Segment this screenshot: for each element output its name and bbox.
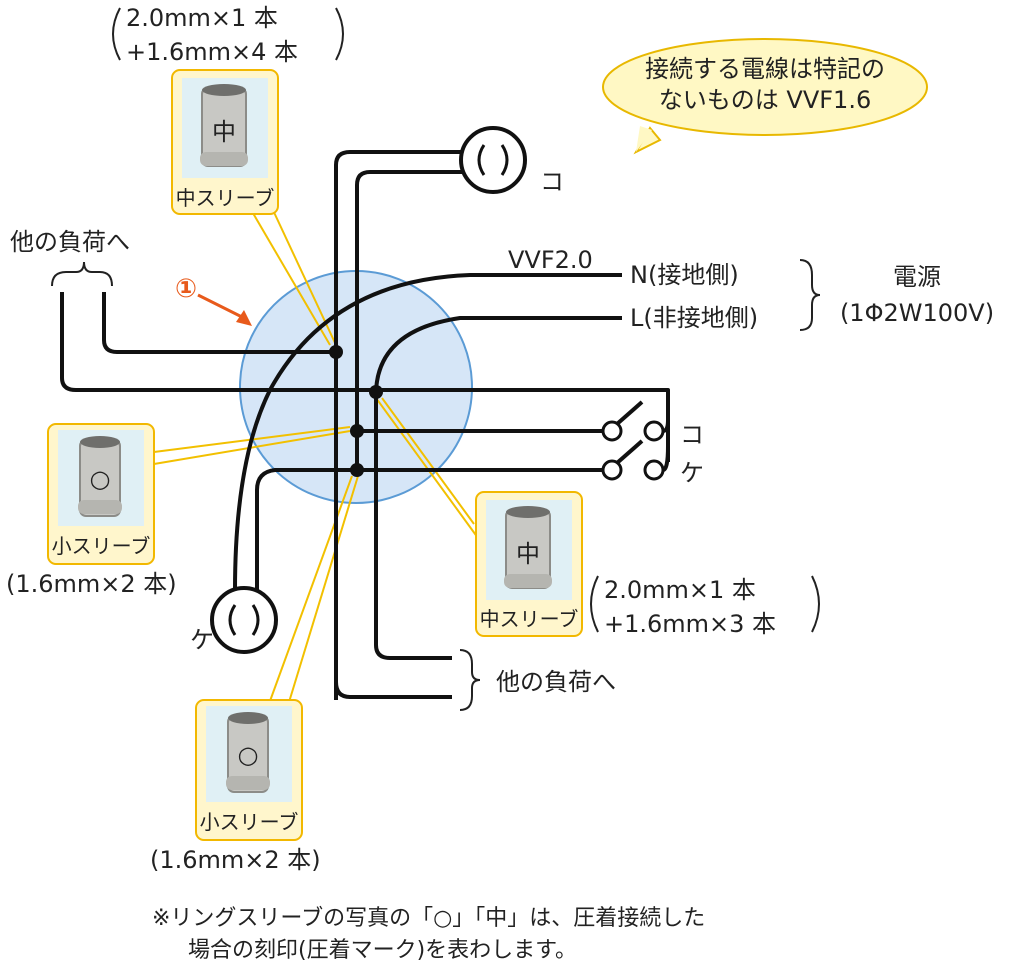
bubble-line2: ないものは VVF1.6 [659, 86, 871, 114]
source-brace [799, 259, 821, 331]
sleeve-right-type: 中スリーブ [480, 607, 579, 631]
switch-ke-label: ケ [680, 459, 704, 487]
sleeve-left-stamp: ○ [90, 465, 111, 493]
sleeve-top-spec2: +1.6mm×4 本 [126, 38, 298, 66]
switch-ke [601, 439, 665, 481]
n-label: N(接地側) [630, 261, 739, 289]
load-lower-right-label: 他の負荷へ [496, 668, 616, 696]
source-spec: (1Φ2W100V) [840, 299, 994, 327]
sleeve-left-small: ○ 小スリーブ (1.6mm×2 本) [6, 423, 177, 598]
footnote-line1: ※リングスリーブの写真の「○」「中」は、圧着接続した [152, 906, 705, 931]
sleeve-right-stamp: 中 [516, 540, 540, 568]
wire-label: VVF2.0 [508, 246, 593, 274]
sleeve-top-spec1: 2.0mm×1 本 [126, 4, 278, 32]
sleeve-bottom-stamp: ○ [238, 741, 259, 769]
bubble-line1: 接続する電線は特記の [645, 55, 885, 83]
sleeve-bottom-spec1: (1.6mm×2 本) [150, 846, 321, 874]
sleeve-photo-icon [226, 712, 270, 793]
load-upper-left-brace [51, 261, 113, 287]
switch-ko-label: コ [680, 421, 704, 449]
sleeve-top-middle: 2.0mm×1 本 +1.6mm×4 本 中 中スリーブ [112, 4, 344, 215]
source-title: 電源 [893, 263, 941, 291]
sleeve-photo-icon [200, 84, 248, 167]
sleeve-right-spec2: +1.6mm×3 本 [604, 610, 776, 638]
sleeve-right-spec1: 2.0mm×1 本 [604, 576, 756, 604]
speech-bubble: 接続する電線は特記の ないものは VVF1.6 [602, 38, 928, 155]
lamp-ke-icon [210, 586, 278, 654]
sleeve-bottom-type: 小スリーブ [200, 810, 299, 834]
sleeve-bottom-small: ○ 小スリーブ (1.6mm×2 本) [150, 699, 321, 874]
footnote-line2: 場合の刻印(圧着マーク)を表わします。 [188, 938, 577, 963]
sleeve-photo-icon [78, 436, 122, 517]
load-lower-right-brace [459, 649, 481, 711]
sleeve-left-spec1: (1.6mm×2 本) [6, 570, 177, 598]
sleeve-photo-icon [504, 506, 552, 589]
top-lamp-label: コ [540, 168, 564, 196]
l-label: L(非接地側) [630, 304, 758, 332]
marker-label: ① [175, 274, 197, 304]
junction-points [329, 345, 383, 477]
sleeve-top-stamp: 中 [212, 118, 236, 146]
sleeve-right-middle: 中 中スリーブ 2.0mm×1 本 +1.6mm×3 本 [475, 491, 820, 638]
sleeve-left-type: 小スリーブ [52, 534, 151, 558]
load-upper-left-label: 他の負荷へ [10, 228, 130, 256]
switch-ko [601, 400, 665, 442]
sleeve-top-type: 中スリーブ [176, 186, 275, 210]
lamp-ko-icon [459, 126, 527, 194]
marker-1: ① [175, 274, 252, 326]
switch-common [662, 419, 670, 472]
bottom-lamp-label: ケ [190, 626, 214, 654]
